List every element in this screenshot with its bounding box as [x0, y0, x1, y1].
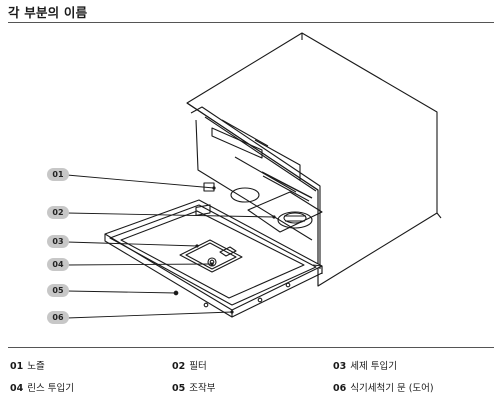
callout-01: 01 — [47, 168, 69, 181]
callout-06: 06 — [47, 311, 69, 324]
legend-label: 식기세척기 문 (도어) — [350, 383, 434, 394]
legend-label: 린스 투입기 — [27, 383, 74, 394]
legend-label: 노즐 — [27, 361, 45, 372]
callout-03: 03 — [47, 235, 69, 248]
legend-number: 04 — [10, 383, 24, 394]
callout-04: 04 — [47, 258, 69, 271]
legend-number: 03 — [333, 361, 347, 372]
legend-number: 06 — [333, 383, 347, 394]
legend-number: 05 — [172, 383, 186, 394]
legend-label: 조작부 — [189, 383, 216, 394]
title-divider — [8, 22, 494, 23]
callout-02: 02 — [47, 206, 69, 219]
legend-label: 필터 — [189, 361, 207, 372]
callout-05: 05 — [47, 284, 69, 297]
dishwasher-diagram — [66, 32, 442, 319]
legend-number: 02 — [172, 361, 186, 372]
section-title: 각 부분의 이름 — [8, 5, 88, 20]
legend-number: 01 — [10, 361, 24, 372]
legend-label: 세제 투입기 — [350, 361, 397, 372]
legend-divider — [8, 347, 494, 348]
